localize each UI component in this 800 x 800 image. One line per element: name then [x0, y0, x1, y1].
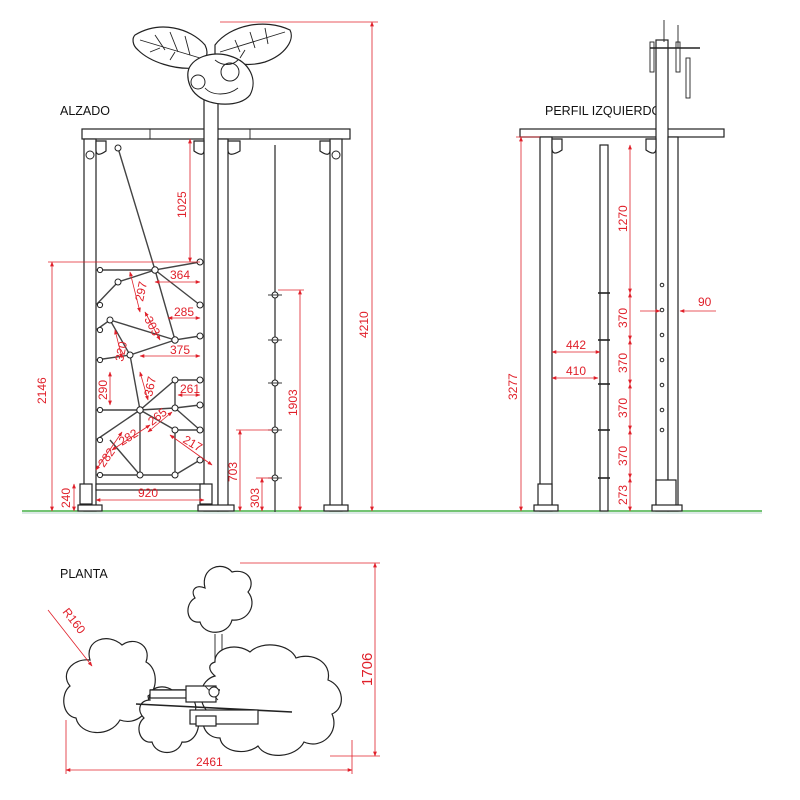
view-title-left-profile: PERFIL IZQUIERDO: [545, 104, 661, 118]
dim-top-offset: 1025: [175, 191, 189, 218]
dim-rung-top: 1270: [616, 205, 630, 232]
profile-post-right: [655, 39, 669, 512]
plan-structure: [135, 685, 293, 727]
view-title-elevation: ALZADO: [60, 104, 110, 118]
dim-net-f: 375: [170, 343, 190, 357]
dim-plan-radius: R160: [60, 605, 89, 636]
dim-net-b: 297: [132, 280, 150, 303]
dim-net-height: 2146: [35, 377, 49, 404]
elevation-post-right: [329, 138, 343, 512]
dim-rung-2: 370: [616, 353, 630, 373]
dim-net-i: 290: [96, 380, 110, 400]
dim-rope-bottom: 703: [226, 462, 240, 482]
plan-leaf-left: [63, 638, 156, 734]
elevation-post-center: [203, 59, 219, 512]
dim-rung-3: 370: [616, 398, 630, 418]
dim-rung-bottom: 273: [616, 485, 630, 505]
dim-width-a: 442: [566, 338, 586, 352]
left-profile-view: 3277 1270 370 370 370 370 273 90 442 410: [506, 20, 725, 512]
dim-net-e: 320: [112, 340, 130, 363]
dim-width-b: 410: [566, 364, 586, 378]
profile-roof-beam: [519, 128, 725, 138]
elevation-dimensions: 4210 2146 1025 240 920 364 297 285 303: [35, 21, 378, 512]
dim-rope-height: 1903: [286, 389, 300, 416]
climbing-net: [95, 144, 204, 479]
plan-leaf-top: [187, 565, 253, 633]
elevation-post-left: [83, 138, 97, 512]
dim-net-h: 261: [180, 382, 200, 396]
leaf-decoration: [132, 23, 292, 105]
profile-dimensions: 3277 1270 370 370 370 370 273 90 442 410: [506, 136, 716, 512]
profile-rungs: [598, 292, 610, 479]
profile-post-left: [539, 136, 553, 512]
dim-total-height: 4210: [357, 311, 371, 338]
elevation-post-center-b: [217, 138, 229, 512]
hanging-rope: [268, 145, 282, 512]
plan-leaf-right: [200, 644, 342, 756]
dim-rope-gap: 303: [248, 488, 262, 508]
elevation-view: 4210 2146 1025 240 920 364 297 285 303: [35, 21, 378, 512]
dim-net-a: 364: [170, 268, 190, 282]
dim-width: 920: [138, 486, 158, 500]
dim-offset: 90: [698, 295, 712, 309]
profile-post-middle: [599, 144, 609, 512]
dim-base-height: 240: [59, 488, 73, 508]
view-title-plan: PLANTA: [60, 567, 108, 581]
dim-net-m: 217: [181, 432, 206, 454]
dim-rung-1: 370: [616, 308, 630, 328]
dim-plan-length: 2461: [196, 755, 223, 769]
dim-plan-depth: 1706: [359, 653, 376, 686]
plan-view: R160 1706 2461: [47, 562, 380, 774]
dim-net-c: 285: [174, 305, 194, 319]
dim-rung-4: 370: [616, 446, 630, 466]
dim-profile-total-height: 3277: [506, 373, 520, 400]
dim-net-g: 367: [141, 375, 159, 398]
